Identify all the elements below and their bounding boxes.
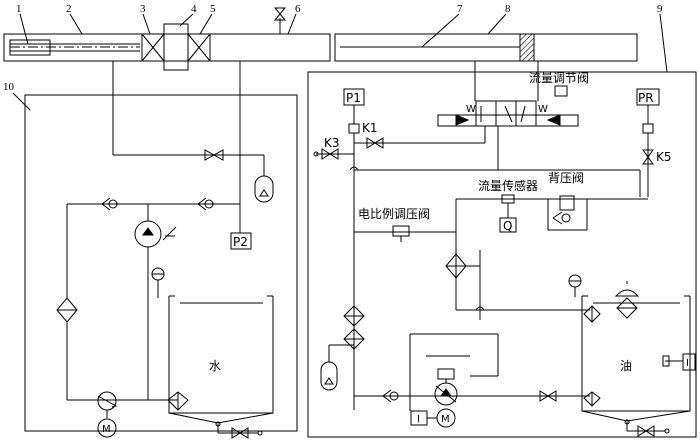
label-k3: K3 <box>324 136 340 150</box>
callout-9: 9 <box>657 3 663 15</box>
oil-system-frame <box>307 71 697 438</box>
label-p1: P1 <box>346 91 361 105</box>
water-system: P2 M 水 <box>56 61 274 439</box>
seal-block-right <box>187 33 211 62</box>
end-plate <box>519 33 535 62</box>
vent-valve <box>273 7 287 34</box>
callout-numbers: 1 2 3 4 5 6 7 8 9 10 <box>3 3 663 93</box>
callout-2: 2 <box>66 3 72 15</box>
callout-6: 6 <box>295 3 301 15</box>
label-q: Q <box>503 219 512 233</box>
callout-10: 10 <box>3 81 15 93</box>
label-i-left: I <box>686 358 689 369</box>
callout-8: 8 <box>505 3 511 15</box>
label-m-left: M <box>102 424 111 435</box>
oil-system: P1 K1 K3 流量调节阀 W W PR <box>313 61 696 437</box>
callout-leaders <box>12 13 668 111</box>
label-p2: P2 <box>233 235 248 249</box>
label-flow-sensor: 流量传感器 <box>478 178 538 193</box>
label-k1: K1 <box>362 121 378 135</box>
callout-3: 3 <box>140 3 146 15</box>
left-cylinder-body <box>3 33 331 62</box>
label-back-pressure: 背压阀 <box>548 171 584 185</box>
test-assembly <box>3 7 638 71</box>
label-w-left: W <box>466 104 476 115</box>
callout-5: 5 <box>210 3 216 15</box>
right-cylinder-body <box>334 33 638 62</box>
water-system-frame <box>24 94 298 432</box>
label-k5: K5 <box>656 150 672 164</box>
callout-1: 1 <box>16 3 22 15</box>
label-oil: 油 <box>620 359 632 373</box>
piston <box>163 23 189 71</box>
callout-7: 7 <box>457 3 463 15</box>
label-flow-valve: 流量调节阀 <box>529 71 589 85</box>
label-proportional-valve: 电比例调压阀 <box>358 207 430 221</box>
label-pr: PR <box>638 91 654 105</box>
callout-4: 4 <box>191 3 197 15</box>
label-w-right: W <box>538 104 548 115</box>
label-water: 水 <box>209 359 221 373</box>
label-i-right: I <box>417 414 420 425</box>
label-m-right: M <box>441 414 450 425</box>
